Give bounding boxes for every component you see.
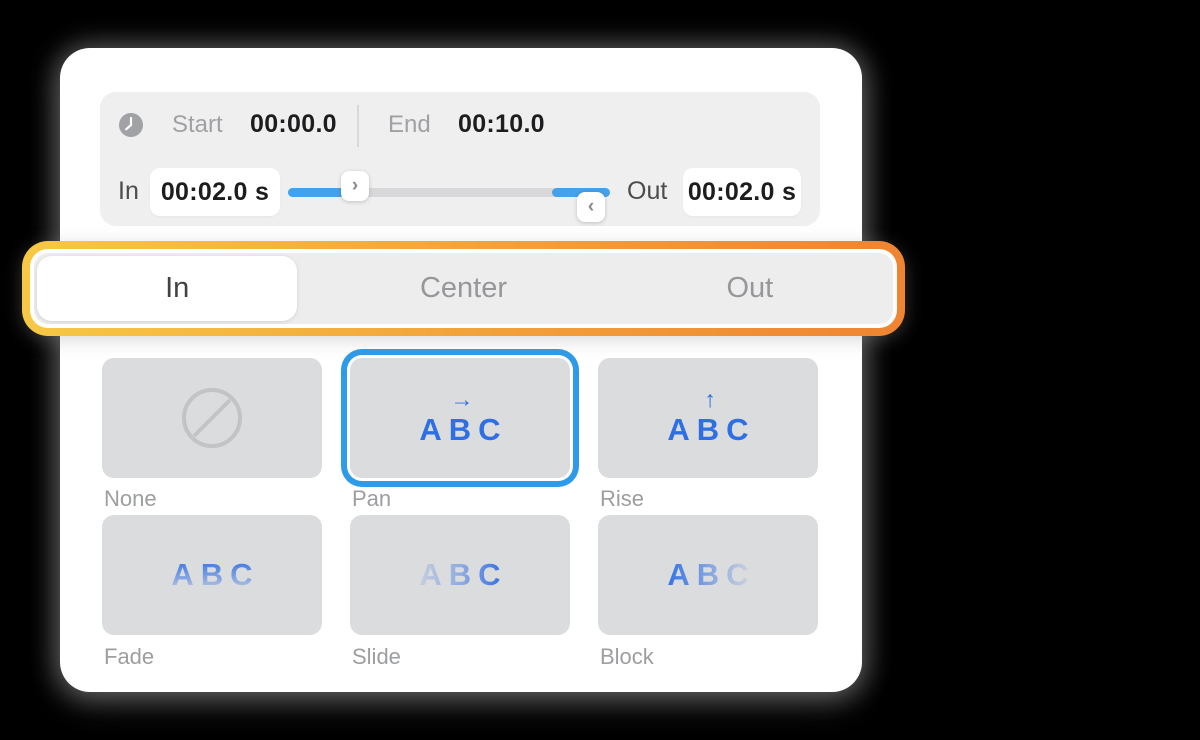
preview-text: ABC <box>419 411 508 447</box>
tab-center[interactable]: Center <box>419 272 508 304</box>
animation-label-rise: Rise <box>600 486 645 511</box>
chevron-left-icon: ‹ <box>587 196 595 217</box>
animation-option-slide[interactable]: ABC <box>350 515 570 635</box>
preview-text: ABC <box>660 557 755 593</box>
highlight-annotation-box: In Center Out <box>22 241 905 336</box>
end-label: End <box>388 111 431 138</box>
animation-option-none[interactable] <box>102 358 322 478</box>
arrow-up-icon: ↑ <box>704 385 716 412</box>
preview-text: ABC <box>164 557 259 593</box>
in-slider-handle[interactable]: › <box>341 171 369 201</box>
out-duration-field[interactable]: 00:02.0 s <box>683 168 801 216</box>
tab-in[interactable]: In <box>165 272 190 304</box>
animation-label-pan: Pan <box>352 486 392 511</box>
start-time-value[interactable]: 00:00.0 <box>250 110 337 138</box>
animation-option-fade[interactable]: ABC <box>102 515 322 635</box>
animation-label-slide: Slide <box>352 644 401 669</box>
preview-text: ABC <box>667 411 756 447</box>
animation-option-block[interactable]: ABC <box>598 515 818 635</box>
prohibited-icon <box>182 388 242 448</box>
start-label: Start <box>172 111 223 138</box>
in-duration-label: In <box>118 177 139 205</box>
preview-text: ABC <box>412 557 507 593</box>
divider <box>357 105 359 147</box>
animation-option-pan[interactable]: → ABC <box>350 358 570 478</box>
animation-label-none: None <box>104 486 157 511</box>
out-duration-label: Out <box>627 177 668 205</box>
arrow-right-icon: → <box>450 385 474 412</box>
in-slider-fill <box>288 188 345 197</box>
duration-slider-track[interactable] <box>288 188 610 197</box>
segmented-control-wrapper: In Center Out <box>30 249 897 328</box>
selected-segment-pill <box>37 256 297 321</box>
animation-label-fade: Fade <box>104 644 155 669</box>
clock-icon <box>119 113 143 137</box>
text-animation-panel: Start 00:00.0 End 00:10.0 In 00:02.0 s ›… <box>60 48 862 692</box>
tab-out[interactable]: Out <box>726 272 774 304</box>
timing-panel: Start 00:00.0 End 00:10.0 In 00:02.0 s ›… <box>100 92 820 226</box>
end-time-value[interactable]: 00:10.0 <box>458 110 545 138</box>
animation-label-block: Block <box>600 644 654 669</box>
animation-option-rise[interactable]: ↑ ABC <box>598 358 818 478</box>
in-duration-field[interactable]: 00:02.0 s <box>150 168 280 216</box>
position-segmented-control: In Center Out <box>34 253 893 324</box>
out-slider-handle[interactable]: ‹ <box>577 192 605 222</box>
chevron-right-icon: › <box>351 175 359 196</box>
